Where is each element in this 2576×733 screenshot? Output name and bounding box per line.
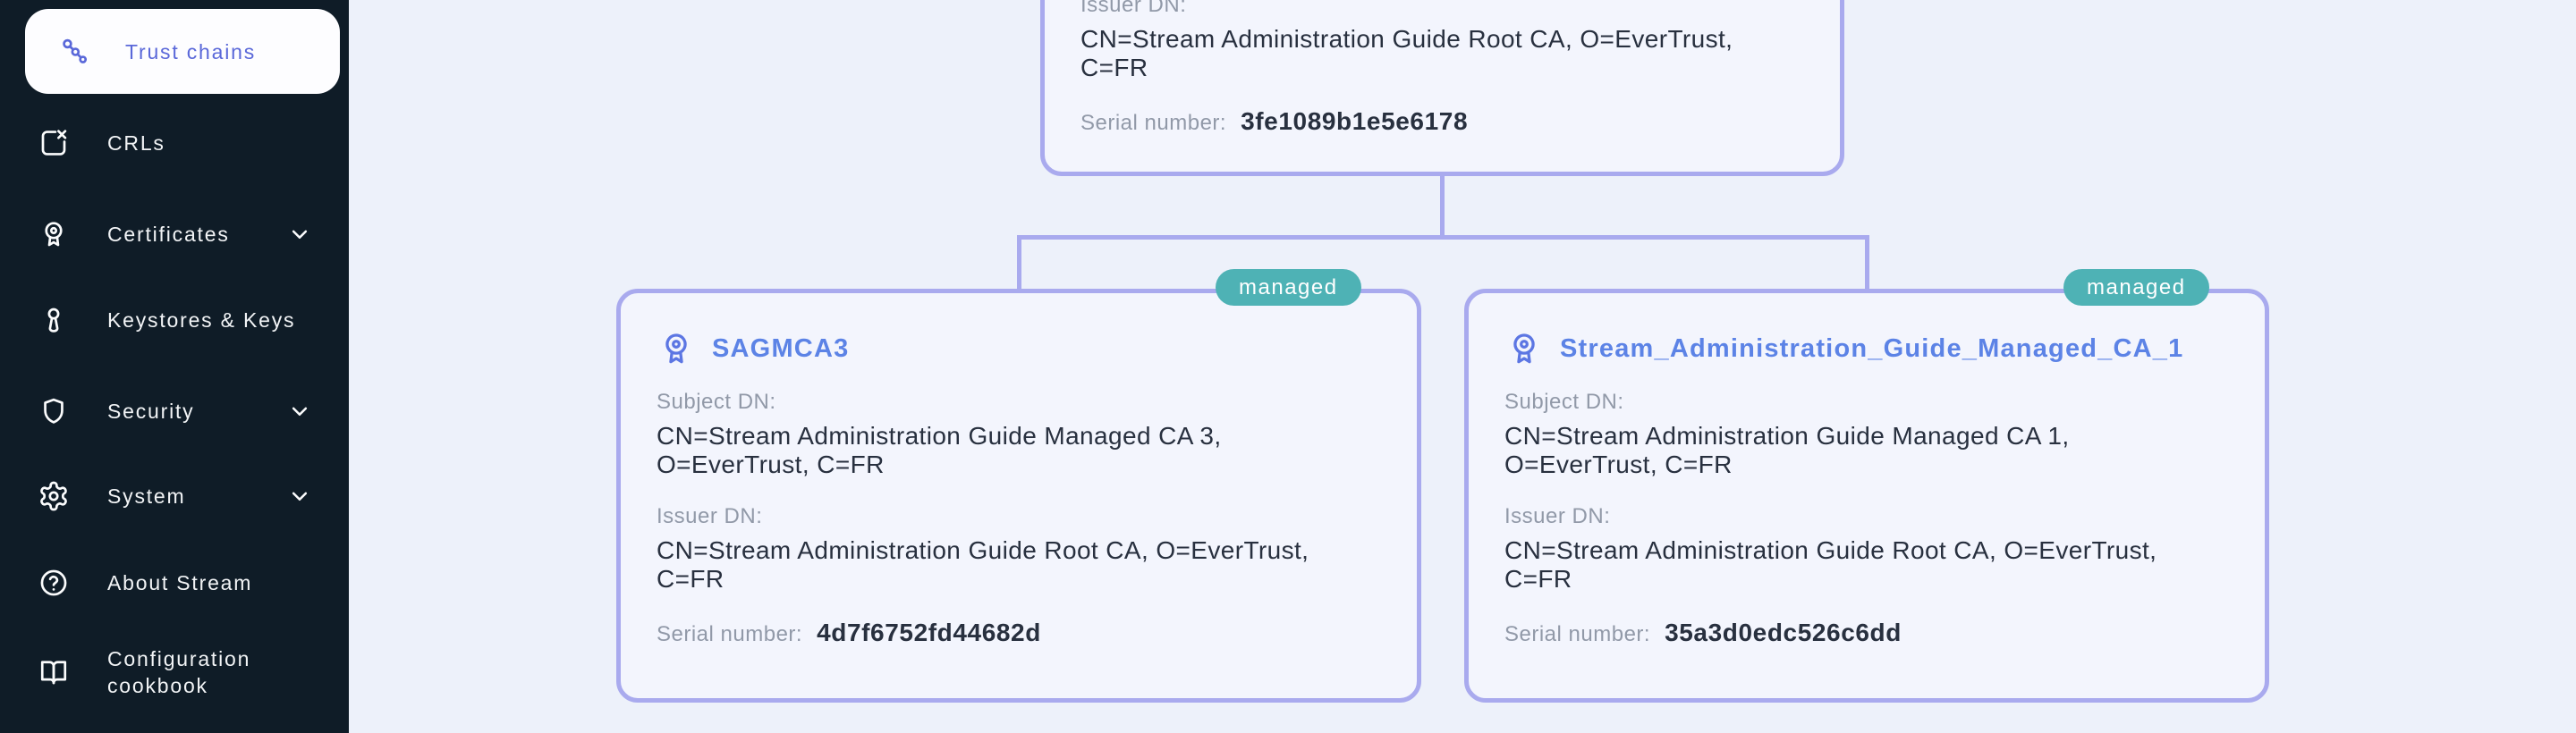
- sidebar-item-label: CRLs: [107, 131, 165, 155]
- issuer-dn-label: Issuer DN:: [657, 504, 763, 528]
- subject-dn-label: Subject DN:: [657, 390, 776, 414]
- serial-number-row: Serial number: 3fe1089b1e5e6178: [1080, 107, 1804, 136]
- question-circle-icon: [38, 567, 70, 599]
- subject-dn-value: CN=Stream Administration Guide Managed C…: [1504, 422, 2070, 478]
- sidebar-item-configuration-cookbook[interactable]: Configuration cookbook: [0, 635, 349, 710]
- gear-icon: [38, 480, 70, 512]
- sidebar-item-crls[interactable]: CRLs: [0, 112, 349, 174]
- issuer-dn-value: CN=Stream Administration Guide Root CA, …: [657, 536, 1309, 593]
- sidebar: Trust chains CRLs Certificates: [0, 0, 349, 733]
- sidebar-item-keystores-keys[interactable]: Keystores & Keys: [0, 289, 349, 351]
- serial-number-label: Serial number:: [657, 622, 803, 646]
- issuer-dn-value: CN=Stream Administration Guide Root CA, …: [1504, 536, 2157, 593]
- ca-card-stream-administration-guide-managed-ca-1[interactable]: Stream_Administration_Guide_Managed_CA_1…: [1464, 289, 2269, 703]
- subject-dn-block: Subject DN: CN=Stream Administration Gui…: [1504, 390, 2229, 479]
- sidebar-item-about-stream[interactable]: About Stream: [0, 552, 349, 614]
- serial-number-label: Serial number:: [1080, 111, 1227, 135]
- key-icon: [38, 304, 70, 336]
- connector-right-drop: [1865, 235, 1869, 292]
- issuer-dn-label: Issuer DN:: [1504, 504, 1611, 528]
- sidebar-item-label: Security: [107, 400, 195, 423]
- serial-number-label: Serial number:: [1504, 622, 1651, 646]
- status-badge-managed: managed: [2063, 269, 2209, 306]
- sidebar-item-label: Trust chains: [125, 39, 257, 63]
- issuer-dn-block: Issuer DN: CN=Stream Administration Guid…: [657, 504, 1381, 594]
- open-book-icon: [38, 656, 70, 688]
- chevron-down-icon[interactable]: [286, 483, 313, 510]
- issuer-dn-label: Issuer DN:: [1080, 0, 1187, 17]
- serial-number-row: Serial number: 35a3d0edc526c6dd: [1504, 619, 2229, 647]
- sidebar-item-certificates[interactable]: Certificates: [0, 203, 349, 265]
- status-badge-managed: managed: [1216, 269, 1361, 306]
- subject-dn-label: Subject DN:: [1504, 390, 1624, 414]
- sidebar-item-system[interactable]: System: [0, 465, 349, 527]
- sidebar-item-label: Certificates: [107, 223, 230, 246]
- ca-title-row: SAGMCA3: [657, 329, 1381, 368]
- shield-icon: [38, 395, 70, 427]
- ca-card-sagmca3[interactable]: SAGMCA3 Subject DN: CN=Stream Administra…: [616, 289, 1421, 703]
- chevron-down-icon[interactable]: [286, 398, 313, 425]
- chevron-down-icon[interactable]: [286, 221, 313, 248]
- serial-number-value: 4d7f6752fd44682d: [817, 619, 1041, 646]
- award-badge-icon: [38, 218, 70, 250]
- sidebar-item-label: Configuration cookbook: [107, 647, 251, 697]
- award-badge-icon: [1504, 329, 1544, 368]
- connector-root-drop: [1440, 174, 1445, 237]
- serial-number-value: 3fe1089b1e5e6178: [1241, 107, 1469, 135]
- ca-card-root[interactable]: Issuer DN: CN=Stream Administration Guid…: [1040, 0, 1844, 176]
- serial-number-row: Serial number: 4d7f6752fd44682d: [657, 619, 1381, 647]
- sidebar-item-label: Keystores & Keys: [107, 308, 296, 332]
- sidebar-item-security[interactable]: Security: [0, 380, 349, 442]
- subject-dn-value: CN=Stream Administration Guide Managed C…: [657, 422, 1222, 478]
- ca-title-link[interactable]: SAGMCA3: [712, 334, 850, 363]
- chain-nodes-icon: [59, 36, 91, 68]
- box-x-icon: [38, 127, 70, 159]
- award-badge-icon: [657, 329, 696, 368]
- connector-left-drop: [1017, 235, 1021, 292]
- issuer-dn-block: Issuer DN: CN=Stream Administration Guid…: [1080, 0, 1804, 82]
- issuer-dn-block: Issuer DN: CN=Stream Administration Guid…: [1504, 504, 2229, 594]
- sidebar-item-label: System: [107, 484, 186, 508]
- ca-title-row: Stream_Administration_Guide_Managed_CA_1: [1504, 329, 2229, 368]
- connector-horizontal: [1017, 235, 1869, 240]
- serial-number-value: 35a3d0edc526c6dd: [1665, 619, 1902, 646]
- ca-title-link[interactable]: Stream_Administration_Guide_Managed_CA_1: [1560, 334, 2184, 363]
- subject-dn-block: Subject DN: CN=Stream Administration Gui…: [657, 390, 1381, 479]
- issuer-dn-value: CN=Stream Administration Guide Root CA, …: [1080, 25, 1733, 81]
- sidebar-item-trust-chains[interactable]: Trust chains: [25, 9, 340, 94]
- sidebar-item-label: About Stream: [107, 571, 253, 594]
